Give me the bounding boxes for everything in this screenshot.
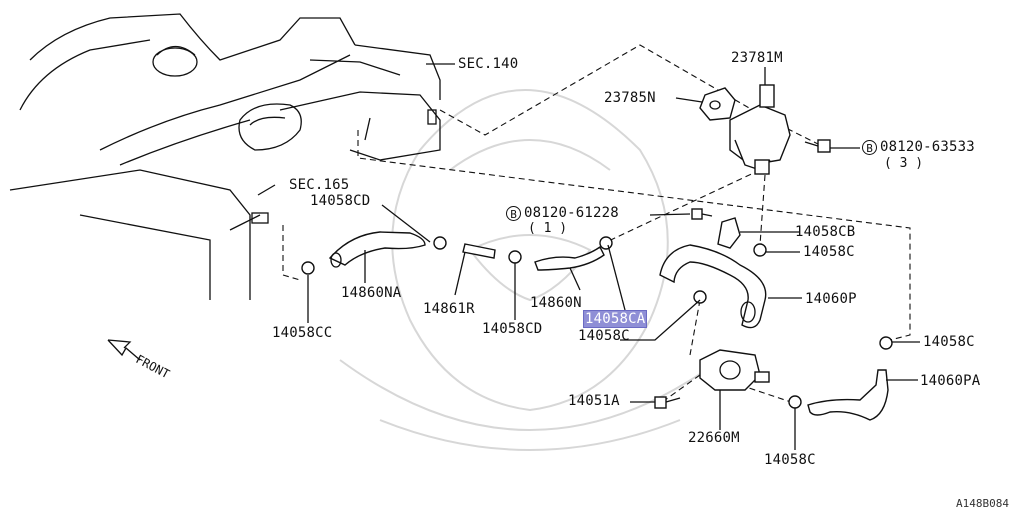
front-direction-arrow-icon xyxy=(107,339,141,361)
label-14861R[interactable]: 14861R xyxy=(423,301,475,317)
bolt-symbol-icon: B xyxy=(862,140,877,155)
label-08120-61228[interactable]: 08120-61228 xyxy=(524,205,619,221)
label-14058C-left[interactable]: 14058C xyxy=(578,328,630,344)
valve-22660M-part xyxy=(699,349,770,391)
label-leader-lines xyxy=(307,63,920,450)
bolt-symbol-icon: B xyxy=(506,206,521,221)
gasket-part xyxy=(699,87,736,121)
bolt-63533-part xyxy=(804,139,831,153)
bracket-14058CB-part xyxy=(717,217,741,249)
hose-14060PA-part xyxy=(807,369,889,421)
label-14058CD-bottom[interactable]: 14058CD xyxy=(482,321,543,337)
diagram-reference-code: A148B084 xyxy=(956,497,1009,510)
quantity-08120-63533: ( 3 ) xyxy=(884,156,924,171)
hose-14860N-part xyxy=(534,245,605,271)
label-14058C-bottom[interactable]: 14058C xyxy=(764,452,816,468)
hose-14860NA-part xyxy=(328,231,426,266)
label-14060P[interactable]: 14060P xyxy=(805,291,857,307)
label-08120-63533[interactable]: 08120-63533 xyxy=(880,139,975,155)
label-14060PA[interactable]: 14060PA xyxy=(920,373,981,389)
label-14058C-mid[interactable]: 14058C xyxy=(803,244,855,260)
hose-clamps xyxy=(301,236,893,409)
label-23785N[interactable]: 23785N xyxy=(604,90,656,106)
label-14058C-right[interactable]: 14058C xyxy=(923,334,975,350)
egr-valve-part xyxy=(729,84,791,175)
label-sec-140[interactable]: SEC.140 xyxy=(458,56,519,72)
label-14860N[interactable]: 14860N xyxy=(530,295,582,311)
dashed-leader-lines xyxy=(282,44,911,406)
label-14058CD-top[interactable]: 14058CD xyxy=(310,193,371,209)
label-14058CB[interactable]: 14058CB xyxy=(795,224,856,240)
label-14058CC[interactable]: 14058CC xyxy=(272,325,333,341)
label-14058CA-highlighted[interactable]: 14058CA xyxy=(582,310,648,328)
label-14051A[interactable]: 14051A xyxy=(568,393,620,409)
label-22660M[interactable]: 22660M xyxy=(688,430,740,446)
label-14860NA[interactable]: 14860NA xyxy=(341,285,402,301)
engine-outline xyxy=(9,13,441,300)
fitting-14861R-part xyxy=(462,243,496,259)
bolt-61228-part xyxy=(691,208,713,220)
label-23781M[interactable]: 23781M xyxy=(731,50,783,66)
hose-14060P-part xyxy=(659,244,767,329)
samurai-helmet-watermark-icon xyxy=(339,89,721,451)
label-sec-165[interactable]: SEC.165 xyxy=(289,177,350,193)
quantity-08120-61228: ( 1 ) xyxy=(528,221,568,236)
